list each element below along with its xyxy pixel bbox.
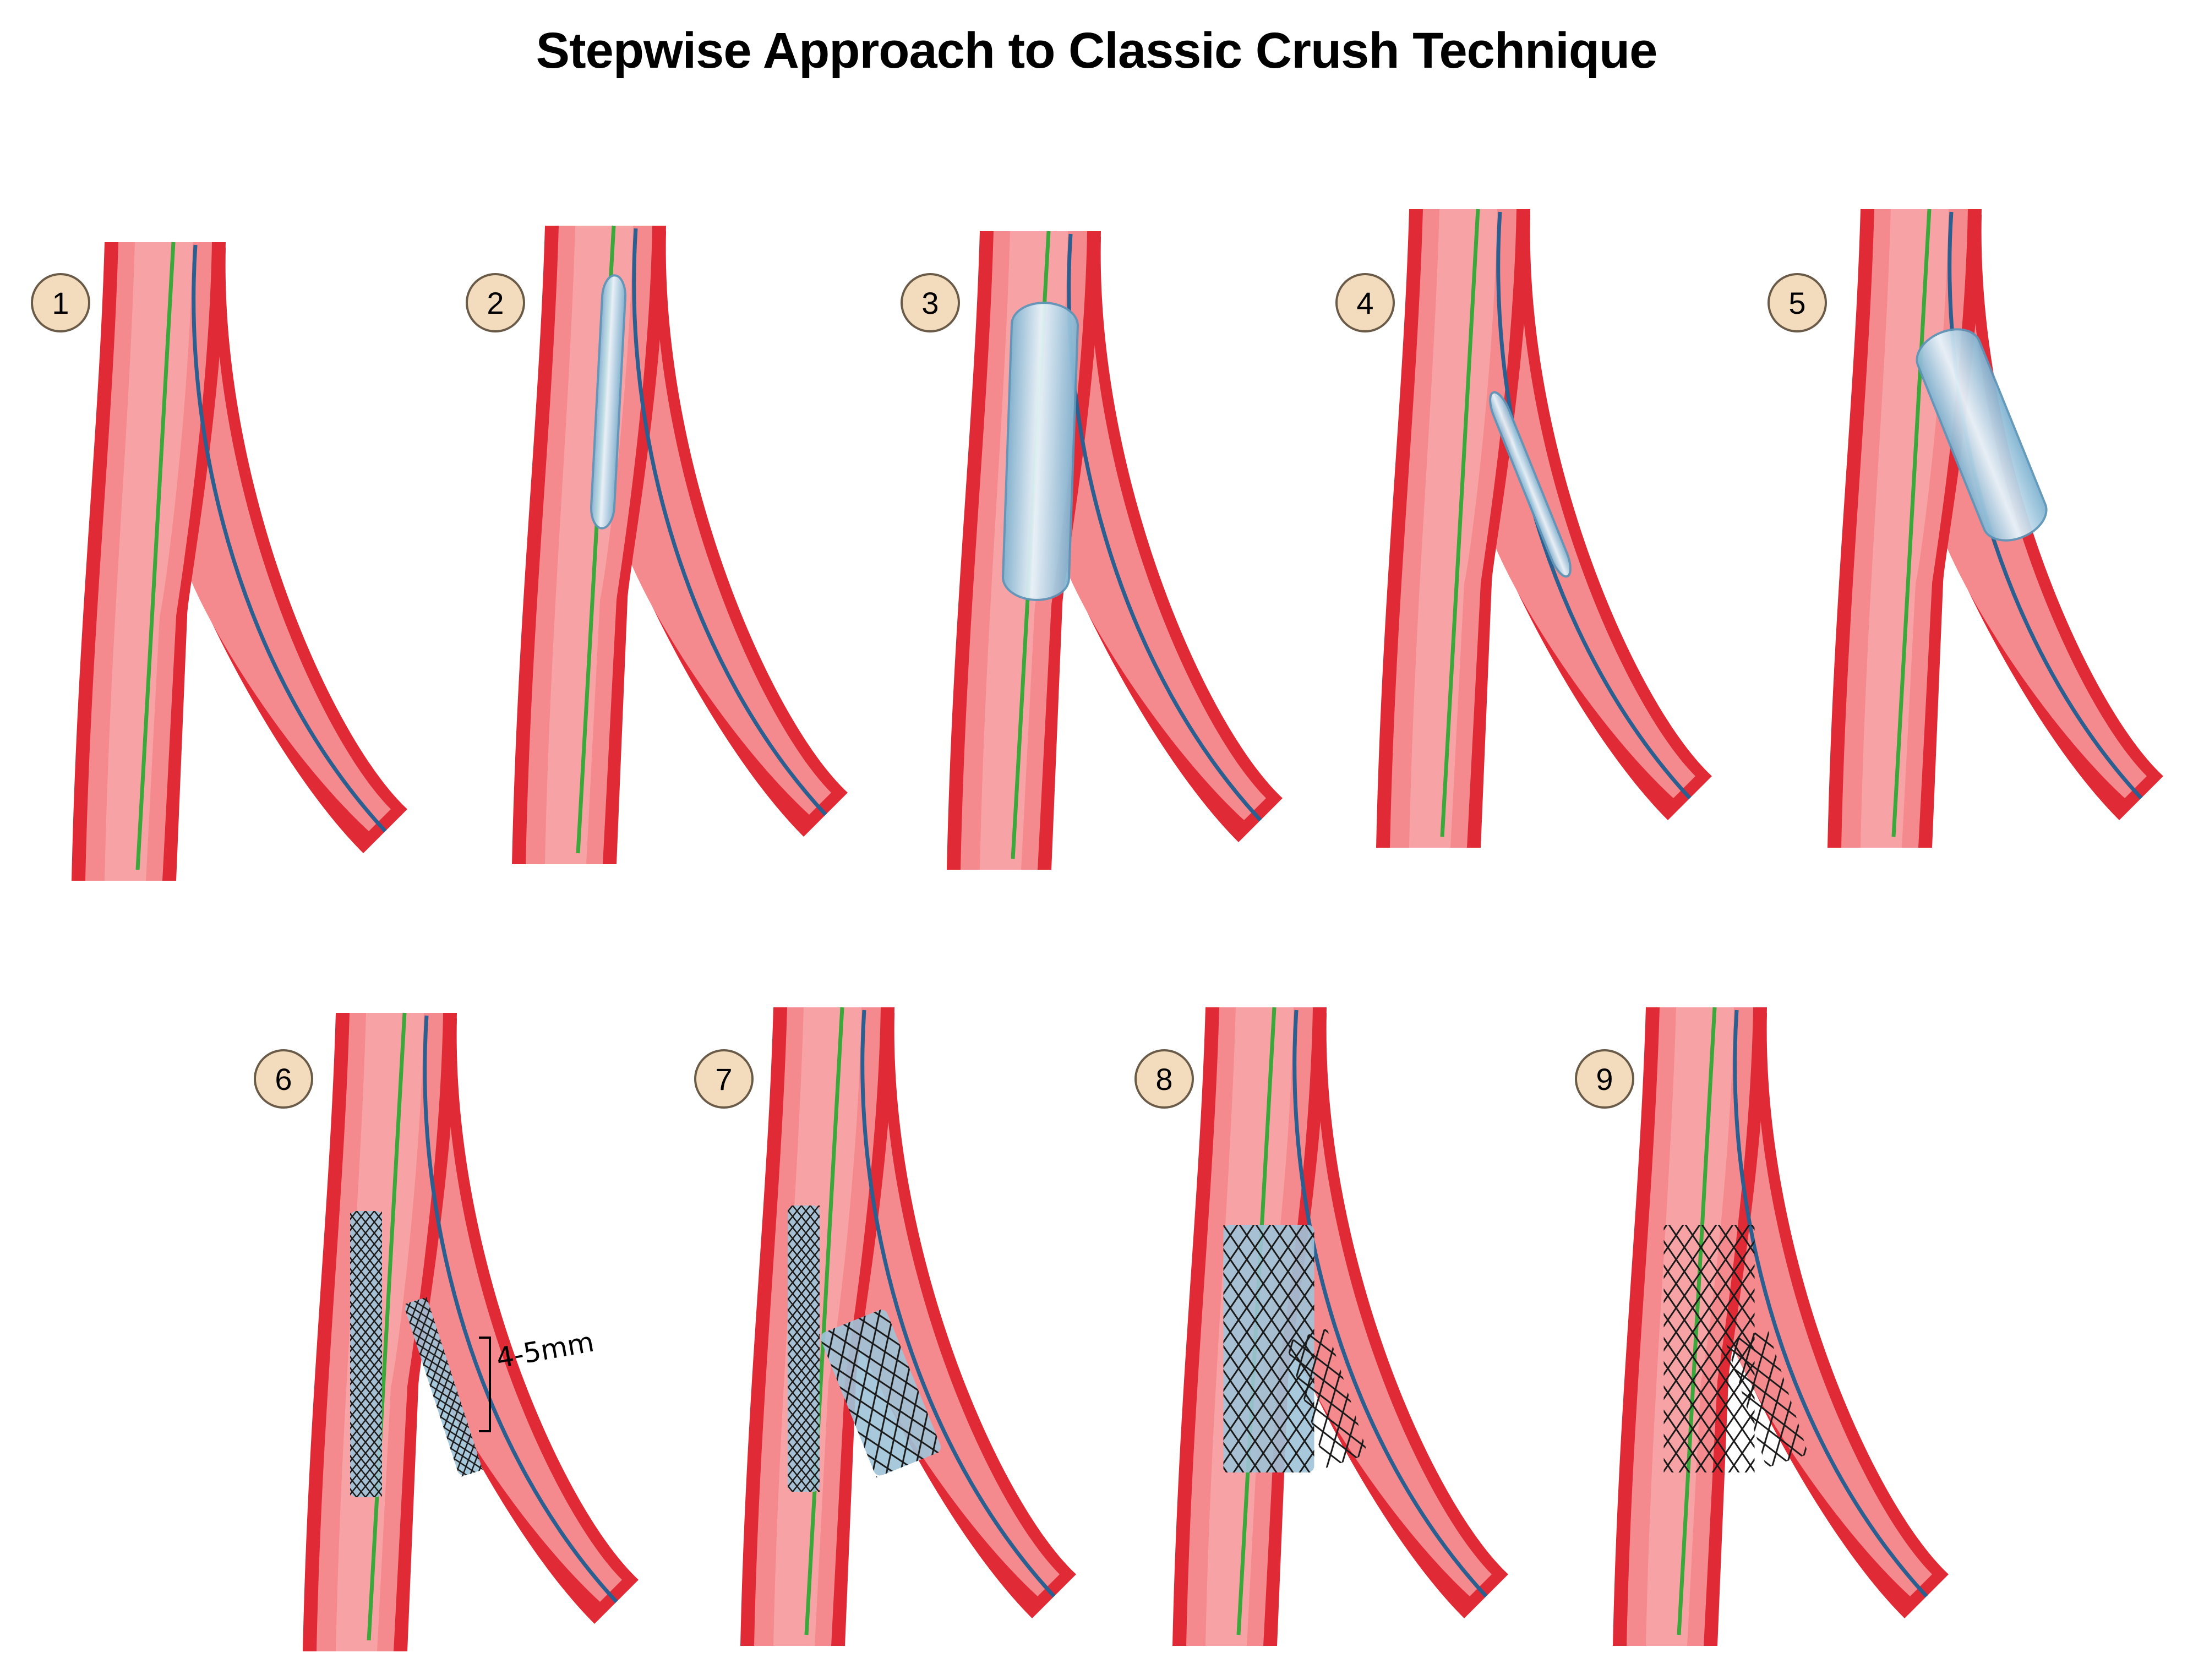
step-3-number: 3 (921, 286, 939, 320)
step-8-panel (1172, 1007, 1508, 1646)
distance-annotation: 4-5mm (494, 1326, 596, 1374)
step-7-panel (740, 1007, 1076, 1646)
step-7-number: 7 (715, 1062, 732, 1097)
step-6-badge: 6 (254, 1049, 313, 1109)
step-1-panel (72, 242, 407, 881)
step-2-number: 2 (487, 286, 504, 320)
step-9-badge: 9 (1575, 1049, 1634, 1109)
step-3-panel (947, 231, 1283, 870)
step-9-number: 9 (1596, 1062, 1613, 1097)
step-4-panel (1376, 209, 1712, 848)
step-6-panel: 4-5mm (303, 1012, 639, 1651)
step-6-number: 6 (275, 1062, 292, 1097)
step-9-panel (1613, 1007, 1949, 1646)
page-title: Stepwise Approach to Classic Crush Techn… (536, 23, 1658, 79)
step-4-badge: 4 (1335, 273, 1395, 332)
step-1-badge: 1 (31, 273, 90, 332)
step-4-number: 4 (1356, 286, 1373, 320)
step-8-number: 8 (1155, 1062, 1172, 1097)
step-7-badge: 7 (694, 1049, 754, 1109)
step-5-panel (1827, 209, 2163, 848)
step-2-badge: 2 (466, 273, 525, 332)
step-5-number: 5 (1788, 286, 1805, 320)
step-2-panel (512, 225, 848, 864)
step-1-number: 1 (52, 286, 69, 320)
step-8-badge: 8 (1134, 1049, 1194, 1109)
step-5-badge: 5 (1768, 273, 1827, 332)
step-3-badge: 3 (901, 273, 960, 332)
